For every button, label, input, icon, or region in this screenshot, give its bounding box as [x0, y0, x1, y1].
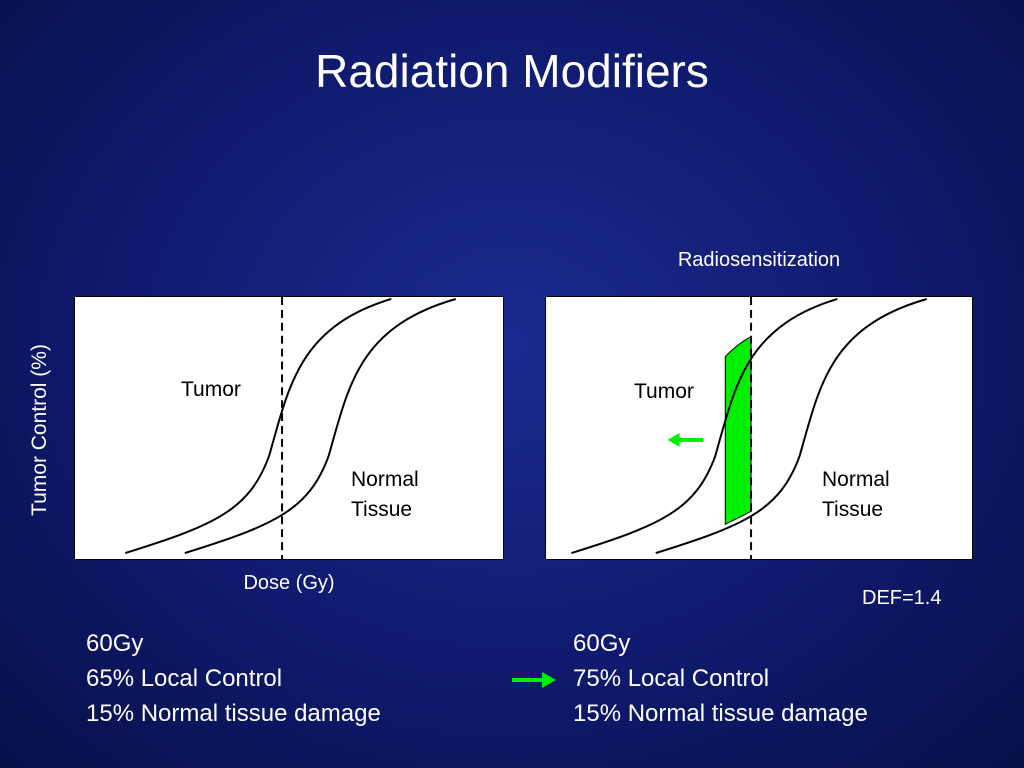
comparison-arrow-icon — [512, 672, 556, 688]
right-normal-label-line1: Normal — [822, 468, 890, 491]
right-tumor-curve — [571, 298, 838, 554]
right-info-control: 75% Local Control — [573, 665, 770, 692]
left-dose-response-plot: Tumor Normal Tissue — [74, 296, 504, 560]
left-info-control: 65% Local Control — [86, 665, 283, 692]
right-info-block: 60Gy 75% Local Control 15% Normal tissue… — [573, 626, 868, 731]
slide-title: Radiation Modifiers — [315, 45, 709, 97]
y-axis-label: Tumor Control (%) — [28, 344, 51, 516]
right-normal-label-line2: Tissue — [822, 498, 884, 521]
right-info-dose: 60Gy — [573, 630, 631, 657]
right-tumor-label: Tumor — [634, 380, 694, 403]
radiosensitization-heading: Radiosensitization — [677, 249, 841, 271]
right-normal-curve — [655, 298, 927, 554]
left-normal-label-line2: Tissue — [351, 498, 413, 521]
left-tumor-label: Tumor — [181, 378, 241, 401]
left-info-dose: 60Gy — [86, 630, 144, 657]
left-plot-svg — [124, 297, 457, 559]
left-info-damage: 15% Normal tissue damage — [86, 700, 381, 727]
right-dose-response-plot: Tumor Normal Tissue — [545, 296, 973, 560]
x-axis-label: Dose (Gy) — [243, 572, 335, 594]
def-value: DEF=1.4 — [862, 587, 942, 609]
left-tumor-curve — [124, 298, 392, 554]
left-normal-curve — [184, 298, 457, 554]
left-shift-arrow — [667, 432, 704, 447]
right-info-damage: 15% Normal tissue damage — [573, 700, 868, 727]
left-normal-label-line1: Normal — [351, 468, 419, 491]
left-info-block: 60Gy 65% Local Control 15% Normal tissue… — [86, 626, 381, 731]
right-plot-svg — [571, 297, 927, 559]
